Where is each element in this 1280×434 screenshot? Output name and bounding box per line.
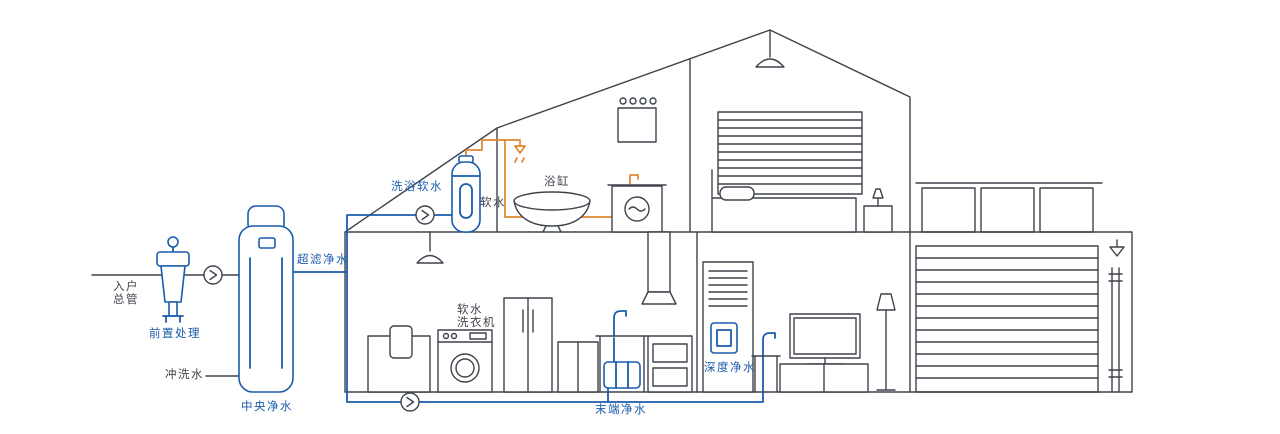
flow-arrow-icon — [203, 265, 223, 285]
tv — [789, 313, 861, 365]
label-soft-water-washer-line2: 洗衣机 — [457, 317, 496, 329]
label-inlet-main-line1: 入户 — [113, 281, 139, 293]
deep-purifier-faucet-icon — [762, 332, 776, 357]
garage-door — [915, 245, 1099, 393]
deep-purifier-device — [710, 322, 738, 354]
label-uf-water: 超滤净水 — [297, 254, 349, 266]
window-blinds — [717, 111, 863, 195]
tv-cabinet — [779, 363, 869, 393]
vanity-mirror — [617, 97, 657, 143]
downpipe — [1108, 267, 1123, 393]
dishwasher — [647, 335, 693, 393]
label-deep-purifier: 深度净水 — [704, 362, 756, 374]
kitchen-sink-cabinet — [595, 335, 649, 393]
label-pre-treatment: 前置处理 — [149, 328, 201, 340]
bath-softener-device — [451, 155, 481, 233]
laundry-cabinet — [367, 325, 431, 393]
base-cabinet — [557, 341, 599, 393]
label-bath-soft-water: 洗浴软水 — [391, 181, 443, 193]
pendant-lamp-kitchen — [416, 231, 444, 264]
pre-filter-device — [156, 236, 190, 323]
bedroom — [711, 29, 893, 233]
kitchen-laundry — [367, 231, 693, 393]
floor-lamp — [876, 293, 896, 391]
central-purifier-device — [238, 205, 294, 393]
flow-arrow-icon — [415, 205, 435, 225]
pendant-lamp-bedroom — [755, 29, 785, 68]
nightstand — [863, 188, 893, 233]
range-hood — [641, 231, 677, 305]
bathroom — [513, 97, 667, 233]
label-soft-water-washer: 软水 洗衣机 — [457, 304, 496, 330]
purified-water-pipes — [289, 214, 776, 403]
flow-arrow-icon — [400, 392, 420, 412]
label-inlet-main: 入户 总管 — [113, 281, 139, 307]
label-soft-water: 软水 — [480, 197, 506, 209]
roof-railing — [915, 182, 1103, 233]
label-central-purifier: 中央净水 — [241, 401, 293, 413]
sink-faucet-icon — [613, 310, 627, 337]
bathtub — [513, 191, 591, 233]
soft-water-pipes — [465, 139, 639, 218]
faucet-side-table — [751, 355, 781, 393]
bathroom-vanity-washer — [607, 184, 667, 233]
bed — [711, 169, 857, 233]
label-inlet-main-line2: 总管 — [113, 294, 139, 306]
fridge — [503, 297, 553, 393]
wall-lamp-icon — [1109, 239, 1125, 257]
label-soft-water-washer-line1: 软水 — [457, 304, 483, 316]
label-terminal-purifier: 末端净水 — [595, 404, 647, 416]
terminal-purifier-device — [603, 361, 641, 389]
label-bathtub: 浴缸 — [544, 176, 570, 188]
washing-machine — [437, 329, 493, 393]
shower-head-icon — [514, 145, 526, 163]
label-flush-water: 冲洗水 — [165, 369, 204, 381]
